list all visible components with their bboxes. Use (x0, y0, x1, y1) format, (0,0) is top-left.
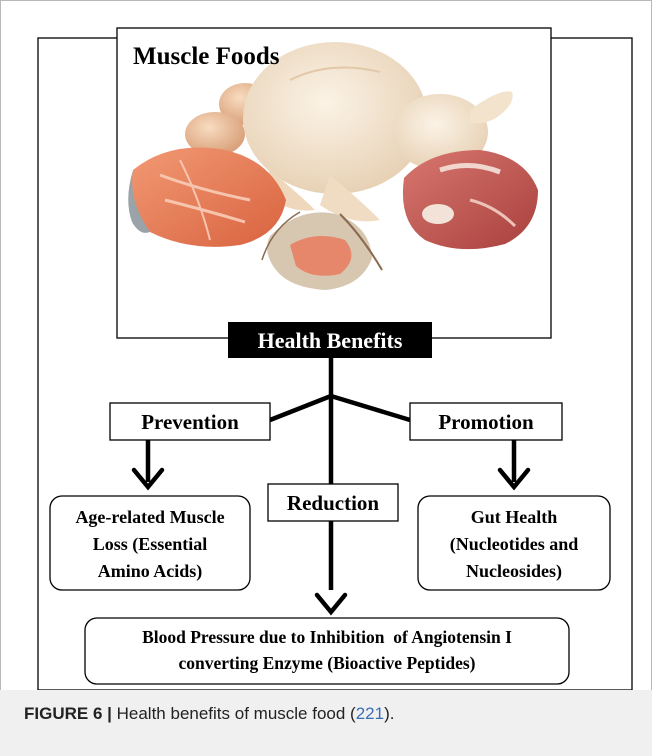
age-related-line-2: Loss (Essential (93, 534, 208, 555)
photo-title: Muscle Foods (133, 43, 280, 70)
promotion-label: Promotion (438, 410, 534, 434)
central-label: Health Benefits (258, 328, 403, 353)
red-meat-icon (403, 150, 538, 249)
figure-caption: FIGURE 6 | Health benefits of muscle foo… (24, 703, 394, 725)
muscle-foods-diagram: Muscle Foods Health Benefits Prevention … (0, 0, 652, 690)
blood-pressure-line-2: converting Enzyme (Bioactive Peptides) (179, 653, 476, 673)
reduction-label: Reduction (287, 491, 379, 515)
caption-end: ). (384, 704, 394, 723)
age-related-line-1: Age-related Muscle (75, 507, 224, 527)
prevention-label: Prevention (141, 410, 239, 434)
age-related-line-3: Amino Acids) (98, 561, 203, 582)
gut-health-line-3: Nucleosides) (466, 561, 562, 582)
arrow-to-blood-pressure (317, 595, 345, 612)
caption-text: Health benefits of muscle food ( (117, 704, 356, 723)
caption-label: FIGURE 6 | (24, 704, 112, 723)
gut-health-line-1: Gut Health (471, 507, 558, 527)
blood-pressure-line-1: Blood Pressure due to Inhibition of Angi… (142, 627, 512, 647)
caption-reference-link[interactable]: 221 (356, 704, 384, 723)
gut-health-line-2: (Nucleotides and (450, 534, 579, 555)
